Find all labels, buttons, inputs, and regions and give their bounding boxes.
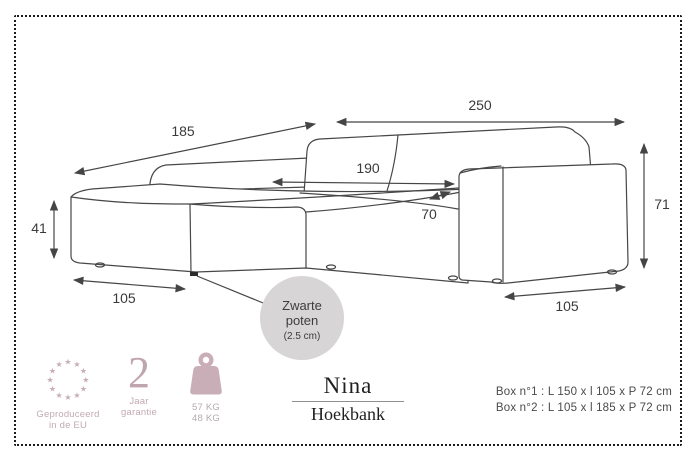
svg-text:★: ★ xyxy=(73,391,80,400)
sofa-seat-base xyxy=(70,183,469,284)
sofa-leg xyxy=(491,278,503,284)
dimension-label-seat-depth: 70 xyxy=(421,206,437,222)
product-name: Nina xyxy=(323,373,373,398)
product-category: Hoekbank xyxy=(311,404,385,424)
made-in-eu-badge: ★★ ★★ ★★ ★★ ★★ ★★ Geproduceerd in de EU xyxy=(30,357,106,432)
warranty-years: 2 xyxy=(128,348,150,397)
dimension-arrow-185 xyxy=(73,121,317,176)
dimension-arrow-190 xyxy=(271,177,456,189)
made-in-eu-label-line2: in de EU xyxy=(48,420,88,432)
svg-text:★: ★ xyxy=(55,360,62,369)
weight-icon xyxy=(190,352,222,395)
svg-text:★: ★ xyxy=(73,360,80,369)
eu-stars-icon: ★★ ★★ ★★ ★★ ★★ ★★ xyxy=(47,358,90,403)
product-title-divider xyxy=(292,401,404,402)
dimension-label-seat-height: 41 xyxy=(31,220,47,236)
made-in-eu-label-line1: Geproduceerd xyxy=(36,409,100,420)
weight-label-line1: 57 KG xyxy=(192,402,220,413)
svg-text:★: ★ xyxy=(80,366,87,375)
sofa-leg xyxy=(447,275,459,281)
svg-text:★: ★ xyxy=(49,366,56,375)
seat-seam xyxy=(189,203,192,273)
seat-front-curve xyxy=(299,192,459,210)
dimension-labels: 250 185 190 70 41 71 105 105 xyxy=(31,97,670,314)
sofa-line-art xyxy=(70,126,629,284)
dimension-arrow-105-right xyxy=(503,283,627,301)
legs-note-line3: (2.5 cm) xyxy=(284,331,321,342)
seat-back-curve xyxy=(190,187,460,205)
box1-dimensions: Box n°1 : L 150 x l 105 x P 72 cm xyxy=(495,386,672,398)
warranty-label-line1: Jaar xyxy=(129,396,149,407)
warranty-label-line2: garantie xyxy=(121,407,157,419)
armrest-top-edge xyxy=(459,165,502,174)
svg-text:★: ★ xyxy=(64,358,71,367)
dimension-arrow-105-left xyxy=(72,276,187,293)
dimension-label-diagonal-width: 185 xyxy=(171,123,195,139)
black-leg xyxy=(190,272,198,276)
dotted-border xyxy=(14,15,682,446)
legs-note-line1: Zwarte xyxy=(282,298,322,313)
dimension-arrows xyxy=(49,117,649,301)
corner-seat-edge xyxy=(188,203,307,269)
dimension-label-total-height: 71 xyxy=(654,196,670,212)
weight-badge: 57 KG 48 KG xyxy=(178,351,234,424)
sofa-armrest xyxy=(458,163,629,284)
svg-text:★: ★ xyxy=(82,375,89,384)
sofa-leg xyxy=(325,264,337,270)
dimension-label-inner-width: 190 xyxy=(356,160,380,176)
svg-text:★: ★ xyxy=(49,384,56,393)
sofa-leg xyxy=(606,269,618,275)
dimension-label-chaise-length: 105 xyxy=(112,290,136,306)
dimension-label-total-width: 250 xyxy=(468,97,492,113)
svg-text:★: ★ xyxy=(64,393,71,402)
svg-text:★: ★ xyxy=(55,391,62,400)
svg-text:★: ★ xyxy=(80,384,87,393)
dimension-arrow-70 xyxy=(429,191,451,200)
product-title-block: Nina Hoekbank xyxy=(277,374,419,424)
weight-label-line2: 48 KG xyxy=(192,413,220,425)
box-dimensions: Box n°1 : L 150 x l 105 x P 72 cm Box n°… xyxy=(496,384,672,416)
legs-note-line2: poten xyxy=(286,313,319,328)
legs-note-pointer xyxy=(196,275,269,306)
chaise-front-edge xyxy=(70,196,190,205)
sofa-leg xyxy=(94,262,106,268)
box2-dimensions: Box n°2 : L 105 x l 185 x P 72 cm xyxy=(495,402,672,414)
warranty-badge: 2 Jaar garantie xyxy=(108,348,170,419)
legs-note-circle xyxy=(260,276,344,360)
dimension-label-arm-depth: 105 xyxy=(555,298,579,314)
svg-text:★: ★ xyxy=(47,375,54,384)
